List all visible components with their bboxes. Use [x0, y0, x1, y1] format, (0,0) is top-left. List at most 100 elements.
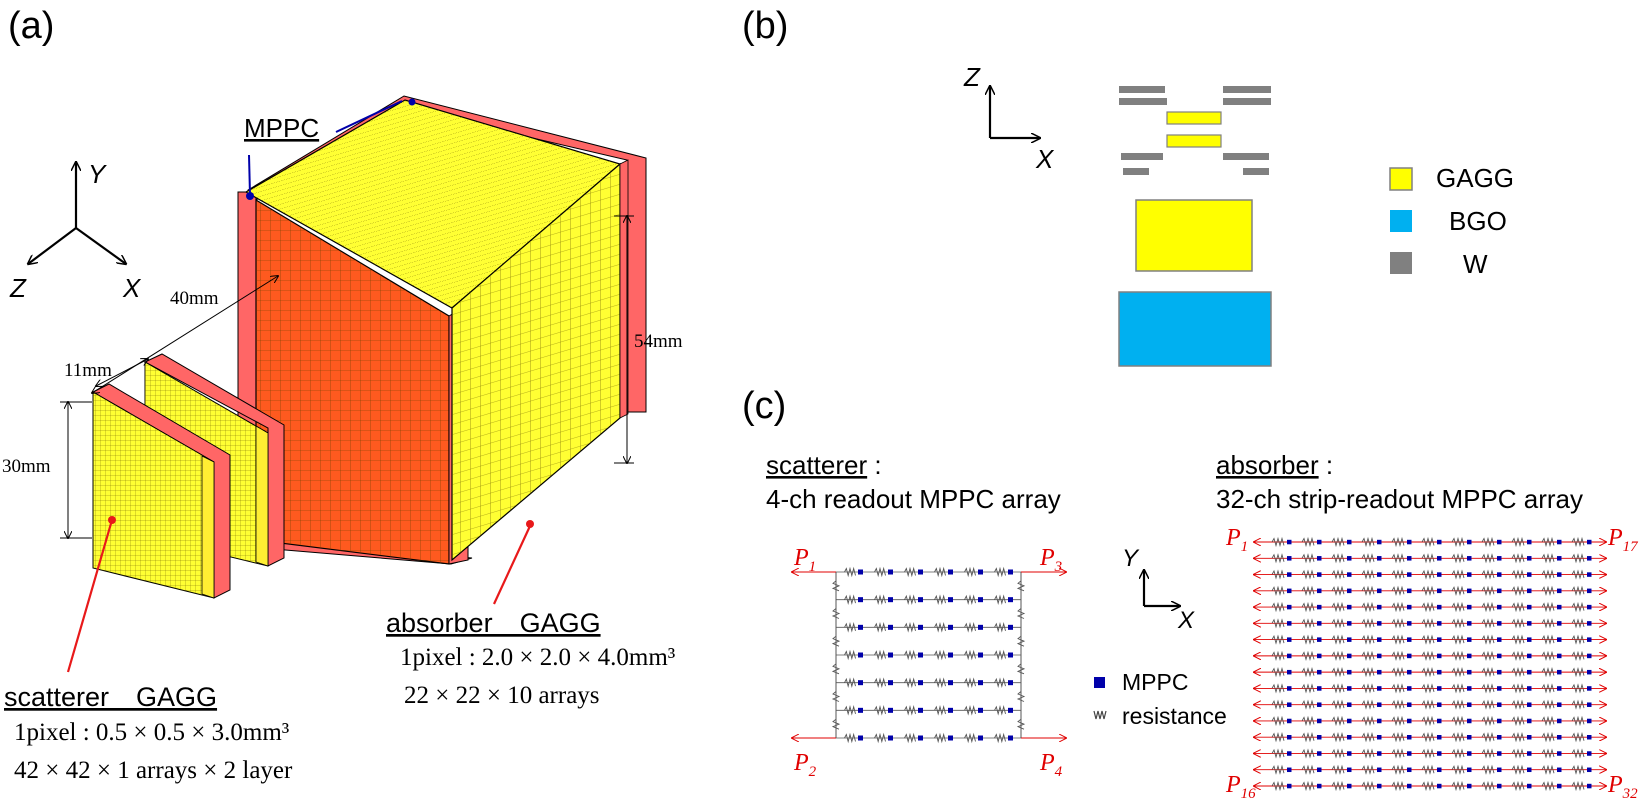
mppc-pixel: [1437, 767, 1442, 773]
mppc-pixel: [1467, 718, 1472, 724]
mppc-pixel: [1377, 735, 1382, 740]
mppc-pixel: [1497, 735, 1502, 740]
resistor: [1301, 650, 1315, 662]
mppc-pixel: [1497, 751, 1502, 756]
resistor: [1271, 715, 1285, 727]
resistor: [1421, 732, 1435, 743]
mppc-pixel: [1587, 588, 1592, 594]
mppc-pixel: [1527, 653, 1532, 659]
mppc-pixel: [1347, 539, 1352, 545]
resistor: [1571, 732, 1585, 743]
scatterer-port-p1: P1: [793, 545, 816, 575]
resistor: [964, 649, 976, 661]
axes-a: [28, 162, 126, 264]
resistor: [1571, 536, 1585, 548]
axis-a-x: [75, 227, 126, 264]
mppc-pixel: [1287, 539, 1292, 545]
mppc-pixel: [1317, 718, 1322, 724]
mppc-pixel: [1587, 572, 1592, 577]
mppc-pixel: [1437, 539, 1442, 545]
mppc-pixel: [1317, 621, 1322, 626]
mppc-pixel: [1347, 686, 1352, 691]
resistor: [1451, 699, 1465, 710]
resistor: [904, 566, 916, 578]
mppc-pixel: [948, 569, 953, 575]
scatterer-gagg-title: scatterer GAGG: [4, 682, 217, 712]
resistor: [904, 594, 916, 605]
mppc-pixel: [1407, 653, 1412, 659]
mppc-pixel: [1377, 637, 1382, 642]
mppc-pixel: [1008, 569, 1013, 575]
resistor: [964, 677, 976, 688]
mppc-pixel: [1317, 735, 1322, 740]
mppc-pixel: [1437, 686, 1442, 691]
mppc-pixel: [1587, 637, 1592, 642]
resistor: [1511, 666, 1525, 678]
resistor: [1571, 618, 1585, 629]
mppc-pixel: [1497, 653, 1502, 659]
absorber-top-grid: [246, 100, 620, 308]
mppc-pixel: [1587, 735, 1592, 740]
resistor: [1331, 650, 1345, 662]
mppc-pixel: [978, 680, 983, 686]
mppc-pixel: [948, 735, 953, 741]
resistor: [1451, 569, 1465, 580]
mppc-pixel: [858, 597, 863, 603]
mppc-pixel: [1557, 735, 1562, 740]
mppc-pixel: [1377, 767, 1382, 773]
resistor: [1541, 601, 1555, 613]
mppc-pixel: [1317, 604, 1322, 610]
resistor: [1391, 634, 1405, 645]
mppc-pixel: [1557, 751, 1562, 756]
resistor: [1451, 683, 1465, 694]
resistor: [1271, 764, 1285, 775]
mppc-pixel: [948, 680, 953, 686]
resistor: [1481, 634, 1495, 645]
resistor: [1511, 699, 1525, 710]
mppc-pixel: [1467, 637, 1472, 642]
resistor: [934, 594, 946, 605]
resistor: [1271, 536, 1285, 548]
resistor: [1511, 601, 1525, 613]
mppc-pixel: [1437, 718, 1442, 724]
mppc-pixel: [1317, 653, 1322, 659]
resistor: [1481, 748, 1495, 759]
resistor: [1391, 569, 1405, 580]
resistor: [1391, 699, 1405, 710]
mppc-pixel: [1377, 783, 1382, 789]
resistor: [1481, 780, 1495, 792]
scatterer-front-edge: [201, 455, 215, 599]
c-scatterer-subtitle: 4-ch readout MPPC array: [766, 484, 1061, 514]
resistor: [1301, 634, 1315, 645]
w-block: [1223, 98, 1271, 105]
mppc-pixel: [1347, 702, 1352, 707]
mppc-pixel: [1287, 718, 1292, 724]
scatterer-mppc-array: [792, 566, 1066, 744]
resistor: [1511, 764, 1525, 775]
mppc-pixel: [1527, 783, 1532, 789]
mppc-pixel: [1437, 637, 1442, 642]
mppc-pixel: [1497, 702, 1502, 707]
resistor: [1271, 732, 1285, 743]
resistor: [934, 677, 946, 688]
resistor: [1301, 764, 1315, 775]
absorber-arrays: 22 × 22 × 10 arrays: [404, 682, 600, 709]
resistor: [1571, 699, 1585, 710]
legend-w-swatch: [1390, 252, 1412, 274]
mppc-pixel: [1287, 686, 1292, 691]
resistor: [1361, 618, 1375, 629]
c-scatterer-title: scatterer :: [766, 450, 882, 480]
mppc-pixel: [1347, 637, 1352, 642]
resistor: [994, 566, 1006, 578]
resistor: [844, 732, 856, 744]
mppc-pixel: [1587, 686, 1592, 691]
resistor: [1016, 718, 1026, 730]
mppc-dot-right: [408, 98, 416, 106]
mppc-pixel: [1467, 604, 1472, 610]
mppc-pixel: [1557, 702, 1562, 707]
mppc-pixel: [1467, 669, 1472, 675]
mppc-leader-right: [335, 100, 403, 133]
resistor: [1421, 601, 1435, 613]
mppc-pixel: [1377, 669, 1382, 675]
resistor: [1301, 569, 1315, 580]
